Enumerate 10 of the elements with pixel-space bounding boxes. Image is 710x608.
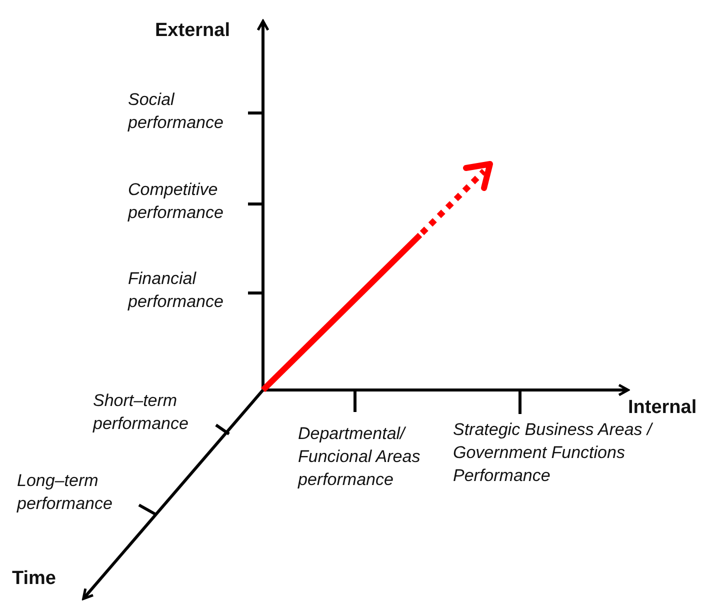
tick-label: Social performance bbox=[128, 89, 224, 134]
tick-label: Short–term performance bbox=[93, 390, 190, 435]
axis-title: External bbox=[155, 20, 230, 42]
axis-title: Time bbox=[12, 568, 56, 590]
tick-label: Financial performance bbox=[128, 268, 224, 313]
axis-title: Internal bbox=[628, 397, 697, 419]
tick-label: Departmental/ Funcional Areas performance bbox=[298, 423, 422, 491]
tick-label: Strategic Business Areas / Government Functions Performance bbox=[453, 419, 653, 487]
tick-label: Competitive performance bbox=[128, 179, 224, 224]
tick-label: Long–term performance bbox=[17, 470, 114, 515]
